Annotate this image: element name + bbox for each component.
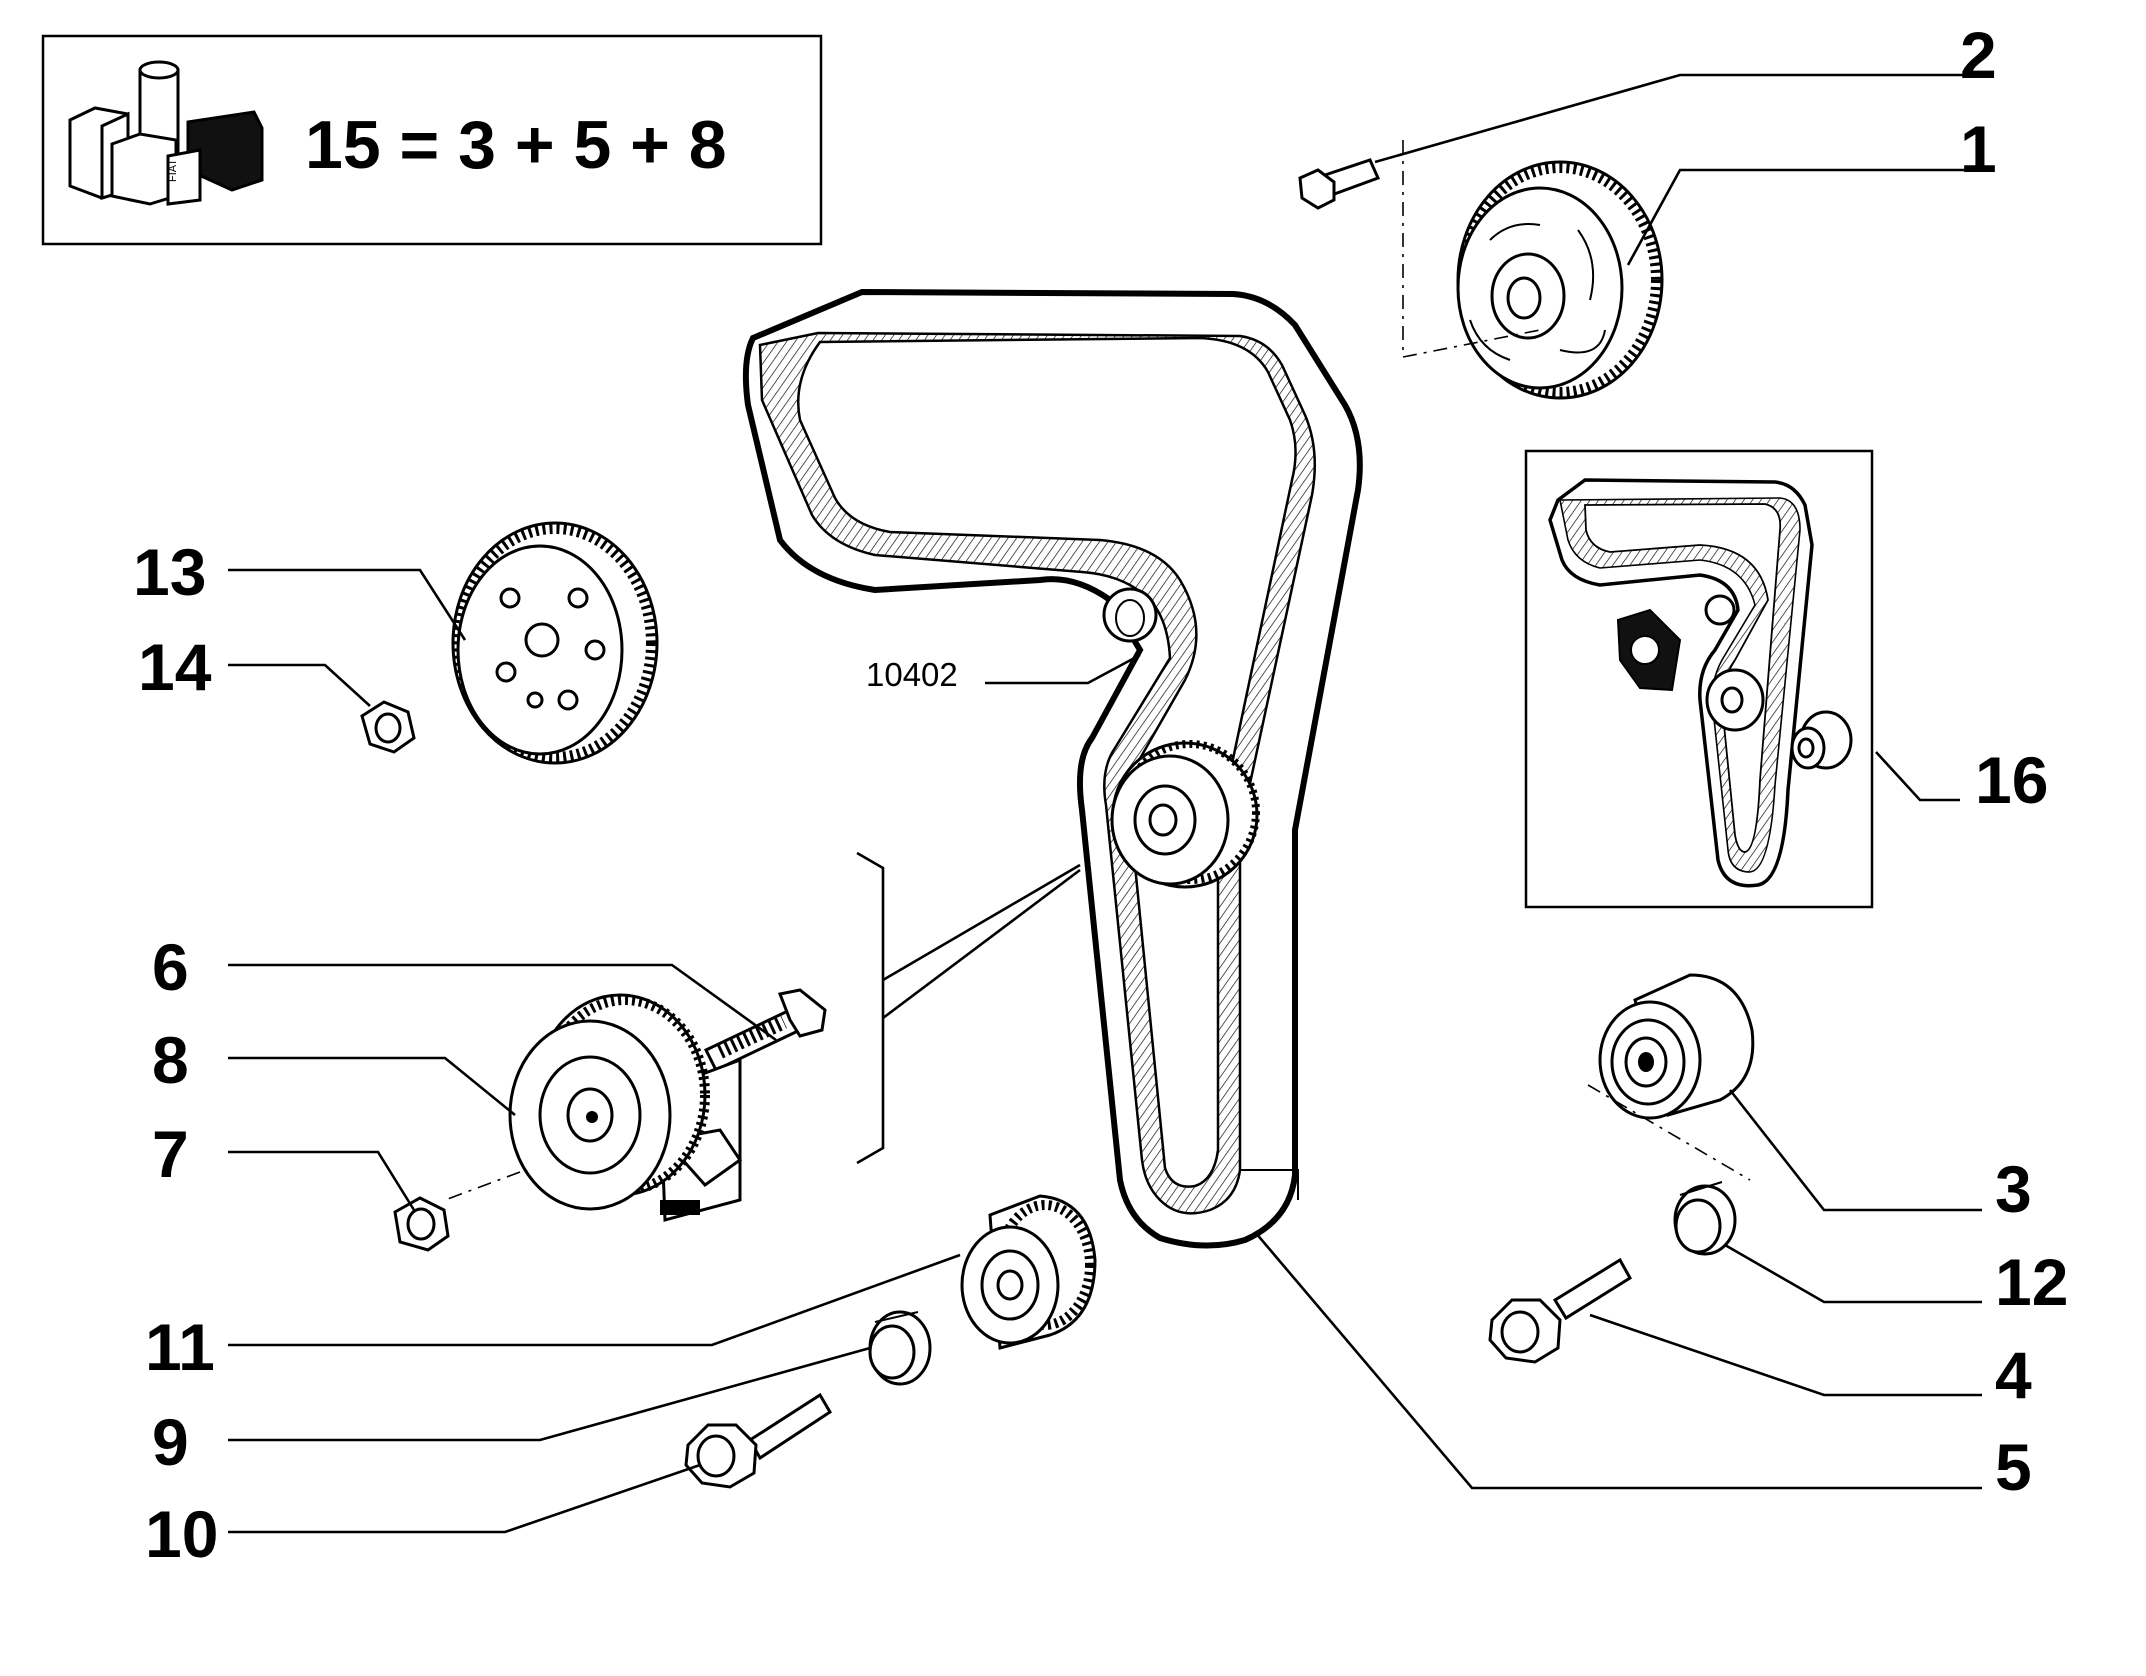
callout-10: 10 xyxy=(145,1497,218,1571)
callout-5: 5 xyxy=(1995,1430,2032,1504)
callout-3: 3 xyxy=(1995,1152,2032,1226)
tensioner-bolt xyxy=(703,988,827,1072)
guide-pulley xyxy=(960,1194,1097,1350)
kit-box: FIAT 15 = 3 + 5 + 8 xyxy=(41,34,823,246)
idler-bolt xyxy=(1488,1257,1633,1364)
leader-lines xyxy=(228,73,1985,1534)
callout-labels: 2 1 16 3 12 4 5 13 14 6 8 7 11 9 10 xyxy=(133,18,2068,1571)
callout-13: 13 xyxy=(133,535,206,609)
callout-12: 12 xyxy=(1995,1245,2068,1319)
idler-roller xyxy=(1598,973,1755,1120)
pulley-bolt xyxy=(684,1392,833,1489)
tensioner-nut xyxy=(393,1196,450,1252)
callout-2: 2 xyxy=(1960,18,1997,92)
crankshaft-sprocket xyxy=(451,521,659,765)
brand-mark: FIAT xyxy=(167,159,179,182)
callout-7: 7 xyxy=(152,1117,189,1191)
callout-14: 14 xyxy=(138,630,212,704)
belt-tensioner-pulley xyxy=(1110,740,1260,889)
axis-line-8 xyxy=(444,1171,521,1201)
callout-9: 9 xyxy=(152,1405,189,1479)
timing-belt xyxy=(742,288,1363,1249)
camshaft-sprocket xyxy=(1456,160,1664,400)
axis-line-1 xyxy=(1402,140,1541,358)
kit-formula: 15 = 3 + 5 + 8 xyxy=(305,107,727,183)
tensioner-pulley xyxy=(508,993,743,1222)
idler-spacer xyxy=(1673,1181,1737,1256)
pulley-spacer xyxy=(868,1310,932,1386)
reference-code: 10402 xyxy=(866,656,958,693)
axis-line-3 xyxy=(1587,1084,1751,1181)
callout-11: 11 xyxy=(145,1310,215,1384)
kit-icon: FIAT xyxy=(68,60,264,206)
assembly-bracket xyxy=(856,851,1081,1165)
callout-8: 8 xyxy=(152,1023,189,1097)
callout-16: 16 xyxy=(1975,743,2048,817)
sprocket-bolt xyxy=(1298,158,1381,210)
crankshaft-nut xyxy=(360,700,416,754)
callout-1: 1 xyxy=(1960,112,1997,186)
callout-6: 6 xyxy=(152,930,189,1004)
callout-4: 4 xyxy=(1995,1338,2032,1412)
kit-16-inset xyxy=(1524,449,1874,909)
